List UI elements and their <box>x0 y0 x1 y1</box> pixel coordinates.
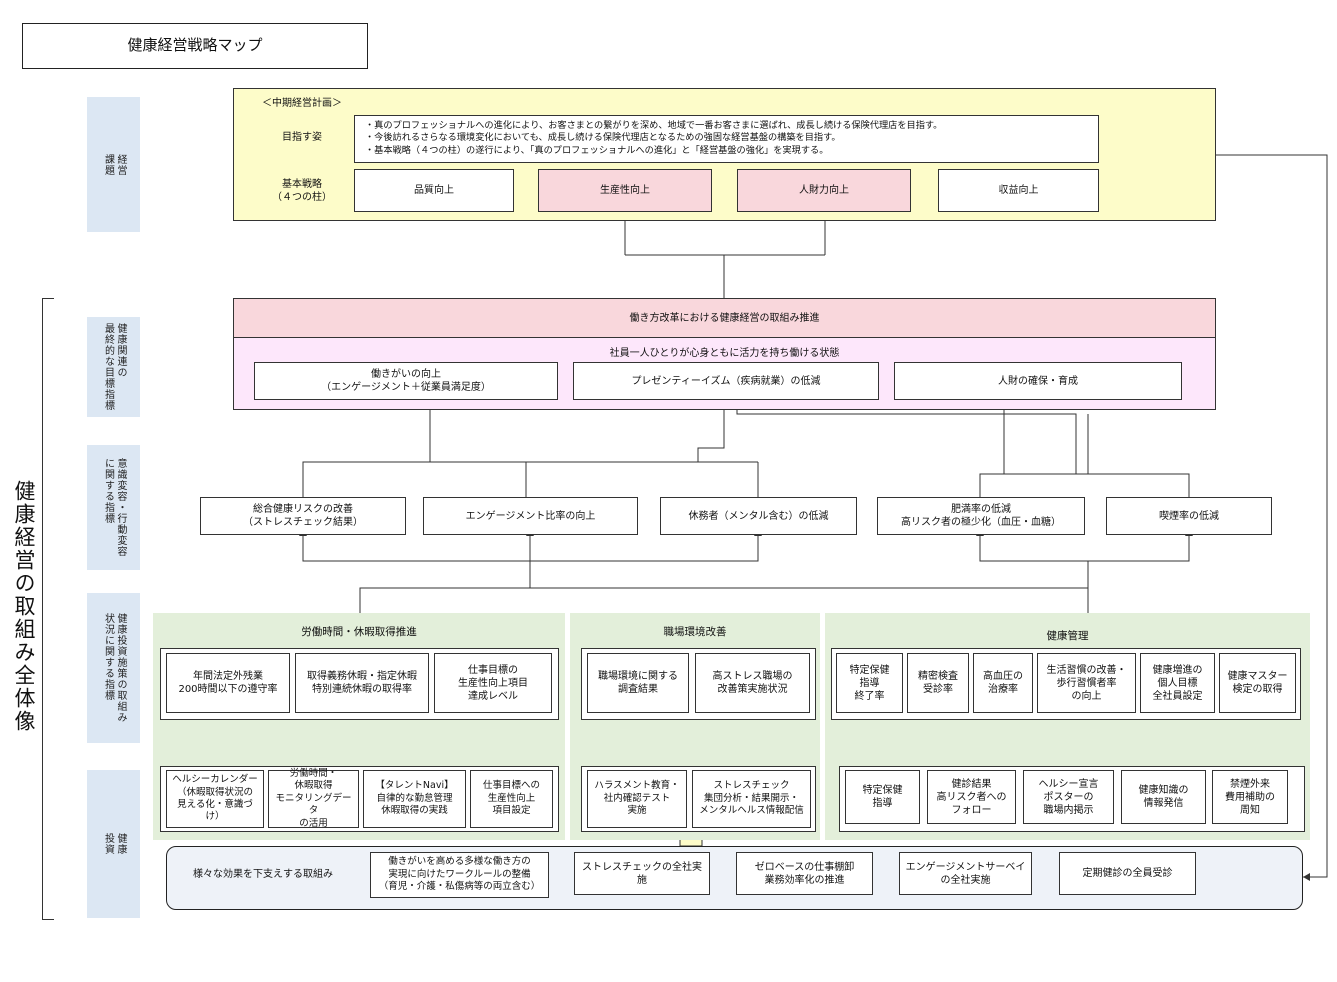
metric-personal-goal: 健康増進の 個人目標 全社員設定 <box>1140 653 1215 713</box>
metric-high-stress: 高ストレス職場の 改善策実施状況 <box>695 653 810 713</box>
side-title: 健康経営の取組み全体像 <box>12 480 36 733</box>
pillar-talent: 人財力向上 <box>737 169 911 212</box>
metric-workplace-survey: 職場環境に関する 調査結果 <box>587 653 689 713</box>
pillar-revenue: 収益向上 <box>938 169 1099 212</box>
vision-label: 目指す姿 <box>282 132 322 143</box>
vision-line: ・真のプロフェッショナルへの進化により、お客さまとの繋がりを深め、地域で一番お客… <box>365 120 943 131</box>
vision-line: ・基本戦略（４つの柱）の遂行により、「真のプロフェッショナルへの進化」と「経営基… <box>365 144 829 156</box>
metric-leave-rate: 取得義務休暇・指定休暇 特別連続休暇の取得率 <box>295 653 429 713</box>
action-high-risk-followup: 健診結果 高リスク者への フォロー <box>927 770 1016 824</box>
action-stress-check: ストレスチェック 集団分析・結果開示・ メンタルヘルス情報配信 <box>692 770 811 828</box>
action-health-info: 健康知識の 情報発信 <box>1121 770 1206 824</box>
row-tag-investment-status: 健康投資施策の取組み 状況に関する指標 <box>87 593 140 743</box>
group-health-title: 健康管理 <box>1046 630 1089 642</box>
action-hours-monitoring: 労働時間・ 休暇取得 モニタリングデータ の活用 <box>268 768 359 829</box>
goal-presenteeism: プレゼンティーイズム（疾病就業）の低減 <box>573 362 879 400</box>
side-bracket <box>42 298 54 920</box>
metric-overtime: 年間法定外残業 200時間以下の遵守率 <box>166 653 290 713</box>
indicator-smoking: 喫煙率の低減 <box>1106 497 1272 535</box>
action-harassment: ハラスメント教育・ 社内確認テスト 実施 <box>587 770 687 828</box>
metric-lifestyle: 生活習慣の改善・ 歩行習慣者率 の向上 <box>1037 653 1136 713</box>
row-tag-final-goal: 健康関連の 最終的な目標指標 <box>87 317 140 417</box>
mid-term-plan-label: ＜中期経営計画＞ <box>262 98 342 109</box>
foundation-work-rules: 働きがいを高める多様な働き方の 実現に向けたワークルールの整備 （育児・介護・私… <box>370 852 549 898</box>
indicator-health-risk: 総合健康リスクの改善 （ストレスチェック結果） <box>200 497 406 535</box>
goal-banner: 働き方改革における健康経営の取組み推進 <box>233 298 1216 338</box>
vision-line: ・今後訪れるさらなる環境変化においても、成長し続ける保険代理店となるための強固な… <box>365 132 841 144</box>
foundation-efficiency: ゼロベースの仕事棚卸 業務効率化の推進 <box>736 852 873 895</box>
row-tag-management: 経営 課題 <box>87 97 140 232</box>
foundation-stress-check: ストレスチェックの全社実施 <box>574 852 710 895</box>
indicator-absence: 休務者（メンタル含む）の低減 <box>660 497 857 535</box>
goal-talent: 人財の確保・育成 <box>894 362 1182 400</box>
action-healthy-calendar: ヘルシーカレンダー （休暇取得状況の 見える化・意識づ け） <box>166 770 264 828</box>
indicator-obesity: 肥満率の低減 高リスク者の極少化（血圧・血糖） <box>877 497 1085 535</box>
goal-state: 社員一人ひとりが心身ともに活力を持ち働ける状態 <box>609 348 840 359</box>
metric-hypertension: 高血圧の 治療率 <box>973 653 1033 713</box>
action-goal-setting: 仕事目標への 生産性向上 項目設定 <box>470 770 553 828</box>
metric-productivity-goal: 仕事目標の 生産性向上項目 達成レベル <box>434 653 552 713</box>
metric-detailed-exam: 精密検査 受診率 <box>907 653 969 713</box>
group-work-hours-title: 労働時間・休暇取得推進 <box>301 626 417 638</box>
action-specific-guidance: 特定保健 指導 <box>845 770 920 824</box>
action-talent-navi: 【タレントNavi】 自律的な勤怠管理 休暇取得の実践 <box>363 770 466 828</box>
metric-health-master: 健康マスター 検定の取得 <box>1219 653 1296 713</box>
goal-engagement: 働きがいの向上 （エンゲージメント＋従業員満足度） <box>254 362 558 400</box>
metric-specific-guidance: 特定保健 指導 終了率 <box>836 653 903 713</box>
pillar-quality: 品質向上 <box>354 169 514 212</box>
foundation-engagement-survey: エンゲージメントサーベイ の全社実施 <box>899 852 1032 895</box>
vision-box: ・真のプロフェッショナルへの進化により、お客さまとの繋がりを深め、地域で一番お客… <box>354 115 1099 163</box>
action-smoking-support: 禁煙外来 費用補助の 周知 <box>1212 770 1288 824</box>
group-workplace-title: 職場環境改善 <box>663 626 727 638</box>
row-tag-investment: 健康 投資 <box>87 770 140 918</box>
indicator-engagement: エンゲージメント比率の向上 <box>423 497 638 535</box>
pillar-productivity: 生産性向上 <box>538 169 712 212</box>
strategy-label: 基本戦略 （４つの柱） <box>272 179 332 203</box>
foundation-health-checkup: 定期健診の全員受診 <box>1059 852 1196 895</box>
row-tag-behavior: 意識変容・行動変容 に関する指標 <box>87 445 140 570</box>
foundation-label: 様々な効果を下支えする取組み <box>193 869 333 880</box>
page-title: 健康経営戦略マップ <box>22 23 368 69</box>
action-healthy-poster: ヘルシー宣言 ポスターの 職場内掲示 <box>1023 770 1114 824</box>
